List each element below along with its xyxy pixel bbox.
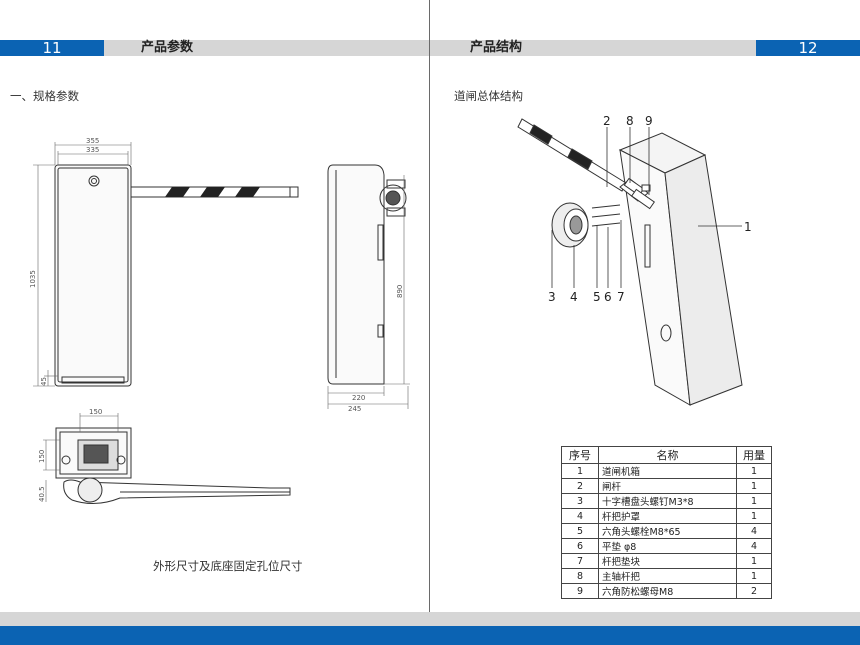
dim-base-width: 150 — [89, 408, 102, 416]
left-page-number: 11 — [0, 40, 104, 56]
hub-cover — [551, 202, 621, 248]
cell-no: 6 — [561, 538, 599, 554]
left-header-title: 产品参数 — [141, 40, 194, 55]
col-header-qty: 用量 — [736, 446, 772, 464]
callout-6: 6 — [604, 290, 612, 304]
col-header-no: 序号 — [561, 446, 599, 464]
dim-side-height: 890 — [396, 285, 404, 298]
cell-name: 杆把护罩 — [598, 508, 737, 524]
cell-name: 主轴杆把 — [598, 568, 737, 584]
callout-4: 4 — [570, 290, 578, 304]
cell-qty: 1 — [736, 463, 772, 479]
dim-side-outer: 245 — [348, 405, 361, 413]
cell-no: 5 — [561, 523, 599, 539]
cell-no: 8 — [561, 568, 599, 584]
exploded-view-diagram: 2 8 9 1 3 4 5 6 7 — [517, 114, 752, 406]
cell-no: 4 — [561, 508, 599, 524]
cell-qty: 1 — [736, 553, 772, 569]
dim-height-bottom: 45 — [40, 377, 48, 386]
cell-no: 3 — [561, 493, 599, 509]
left-section-title: 一、规格参数 — [10, 89, 79, 103]
cell-no: 7 — [561, 553, 599, 569]
cell-qty: 1 — [736, 508, 772, 524]
cell-qty: 1 — [736, 478, 772, 494]
cell-name: 十字槽盘头螺钉M3*8 — [598, 493, 737, 509]
cell-name: 闸杆 — [598, 478, 737, 494]
footer-blue-bar — [0, 626, 860, 645]
callout-1: 1 — [744, 220, 752, 234]
dim-base-depth: 150 — [38, 450, 46, 463]
cell-name: 六角头螺栓M8*65 — [598, 523, 737, 539]
dimension-drawing: 355 335 1035 45 890 220 245 — [29, 137, 410, 504]
cell-name: 道闸机箱 — [598, 463, 737, 479]
cell-no: 9 — [561, 583, 599, 599]
header-bar — [0, 40, 860, 56]
callout-7: 7 — [617, 290, 625, 304]
right-page-number: 12 — [756, 40, 860, 56]
front-view — [54, 164, 299, 387]
cell-qty: 2 — [736, 583, 772, 599]
page-spine — [429, 0, 430, 645]
side-view — [327, 164, 407, 385]
footer-gray-bar — [0, 612, 860, 626]
right-header-title: 产品结构 — [470, 40, 523, 55]
cell-qty: 4 — [736, 538, 772, 554]
boom-parts — [619, 177, 656, 210]
cell-qty: 1 — [736, 568, 772, 584]
callout-5: 5 — [593, 290, 601, 304]
dim-top-inner: 335 — [86, 146, 99, 154]
gate-housing — [618, 132, 743, 406]
callout-3: 3 — [548, 290, 556, 304]
boom-arm — [517, 118, 627, 192]
callout-8: 8 — [626, 114, 634, 128]
cell-name: 杆把垫块 — [598, 553, 737, 569]
dim-height-total: 1035 — [29, 270, 37, 288]
callout-2: 2 — [603, 114, 611, 128]
callout-9: 9 — [645, 114, 653, 128]
figure-caption: 外形尺寸及底座固定孔位尺寸 — [153, 559, 303, 573]
cell-qty: 4 — [736, 523, 772, 539]
dim-top-outer: 355 — [86, 137, 99, 145]
cell-no: 1 — [561, 463, 599, 479]
cell-name: 平垫 φ8 — [598, 538, 737, 554]
cell-no: 2 — [561, 478, 599, 494]
dim-base-offset: 40.5 — [38, 486, 46, 502]
cell-name: 六角防松螺母M8 — [598, 583, 737, 599]
cell-qty: 1 — [736, 493, 772, 509]
col-header-name: 名称 — [598, 446, 737, 464]
right-section-title: 道闸总体结构 — [454, 89, 523, 103]
table-header-row: 序号 名称 用量 — [561, 446, 772, 464]
base-view — [55, 427, 291, 504]
dim-side-inner: 220 — [352, 394, 365, 402]
